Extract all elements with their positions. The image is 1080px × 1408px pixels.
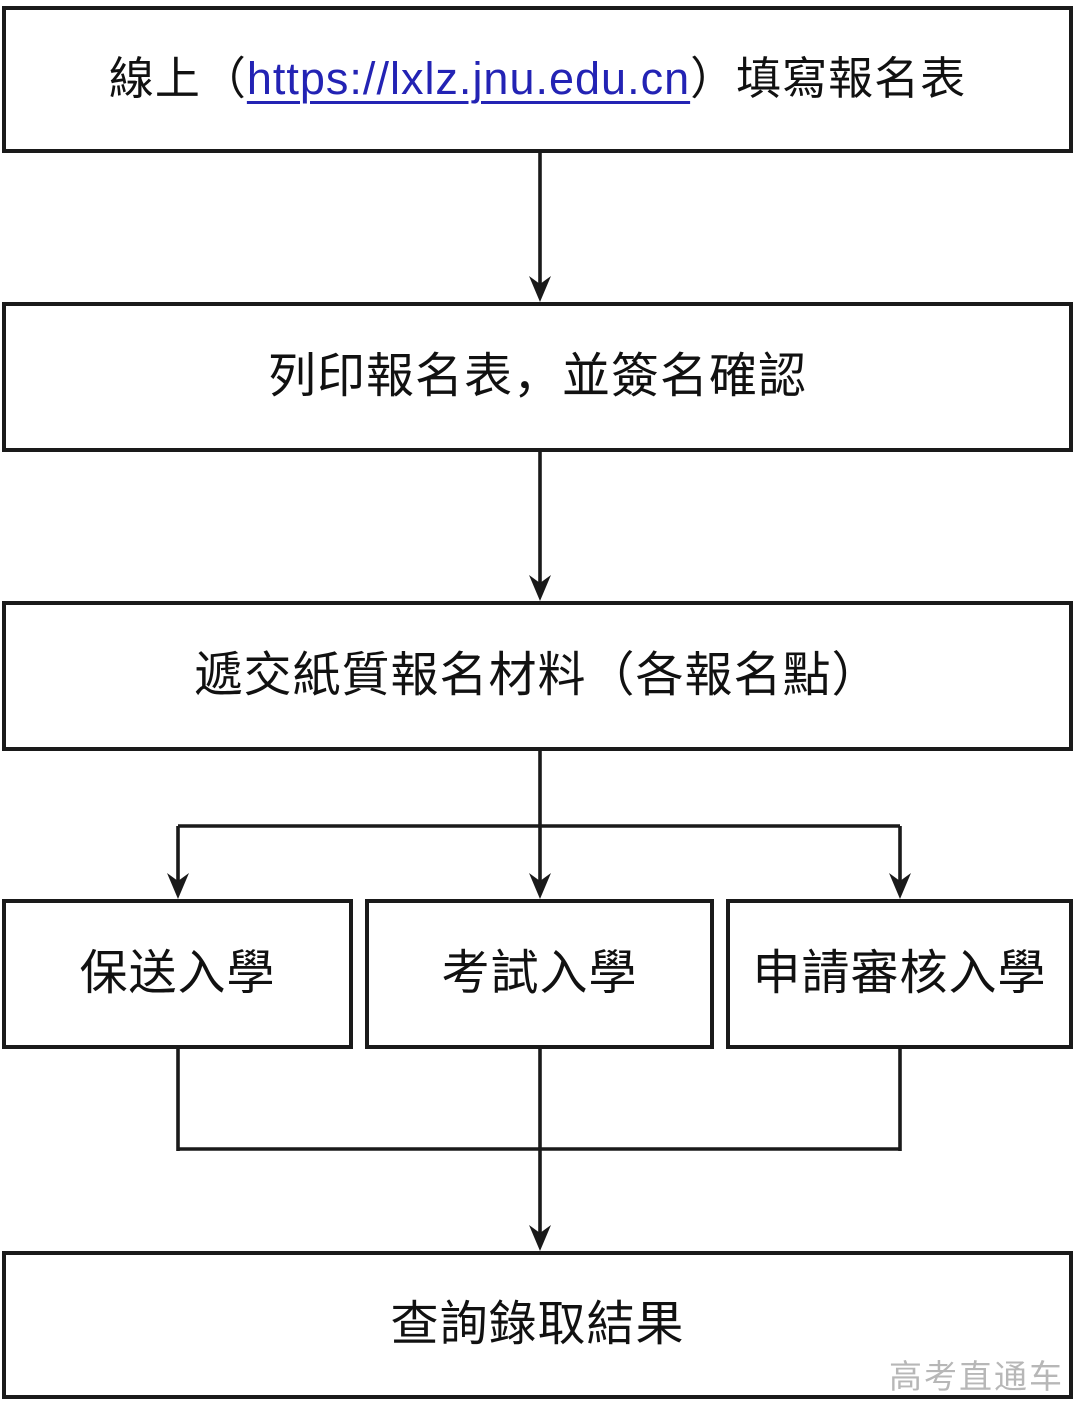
registration-url-link[interactable]: https://lxlz.jnu.edu.cn: [246, 53, 691, 105]
online-form-prefix: 線上（: [108, 53, 247, 105]
flow-node-recommended-admission: 保送入學: [2, 899, 353, 1049]
query-result-label: 查詢錄取結果: [390, 1298, 685, 1351]
watermark-text: 高考直通车: [889, 1358, 1064, 1395]
arrowhead-to-recommended: [167, 873, 189, 899]
flow-node-print-form: 列印報名表，並簽名確認: [2, 302, 1073, 452]
arrowhead-to-print: [529, 276, 551, 302]
recommended-admission-label: 保送入學: [79, 947, 276, 1000]
flow-node-online-form: 線上（https://lxlz.jnu.edu.cn）填寫報名表: [2, 6, 1073, 153]
online-form-label: 線上（https://lxlz.jnu.edu.cn）填寫報名表: [109, 51, 966, 107]
arrowhead-to-review: [889, 873, 911, 899]
flow-node-application-review-admission: 申請審核入學: [726, 899, 1073, 1049]
flow-node-exam-admission: 考試入學: [365, 899, 714, 1049]
arrowhead-to-exam: [529, 873, 551, 899]
print-form-label: 列印報名表，並簽名確認: [267, 350, 807, 403]
flow-node-submit-materials: 遞交紙質報名材料（各報名點）: [2, 601, 1073, 751]
submit-materials-label: 遞交紙質報名材料（各報名點）: [194, 649, 881, 702]
flow-node-query-result: 查詢錄取結果: [2, 1251, 1073, 1399]
arrowhead-to-query: [529, 1225, 551, 1251]
application-review-admission-label: 申請審核入學: [752, 947, 1047, 1000]
online-form-suffix: ）填寫報名表: [690, 53, 967, 105]
exam-admission-label: 考試入學: [441, 947, 638, 1000]
arrowhead-to-submit: [529, 575, 551, 601]
